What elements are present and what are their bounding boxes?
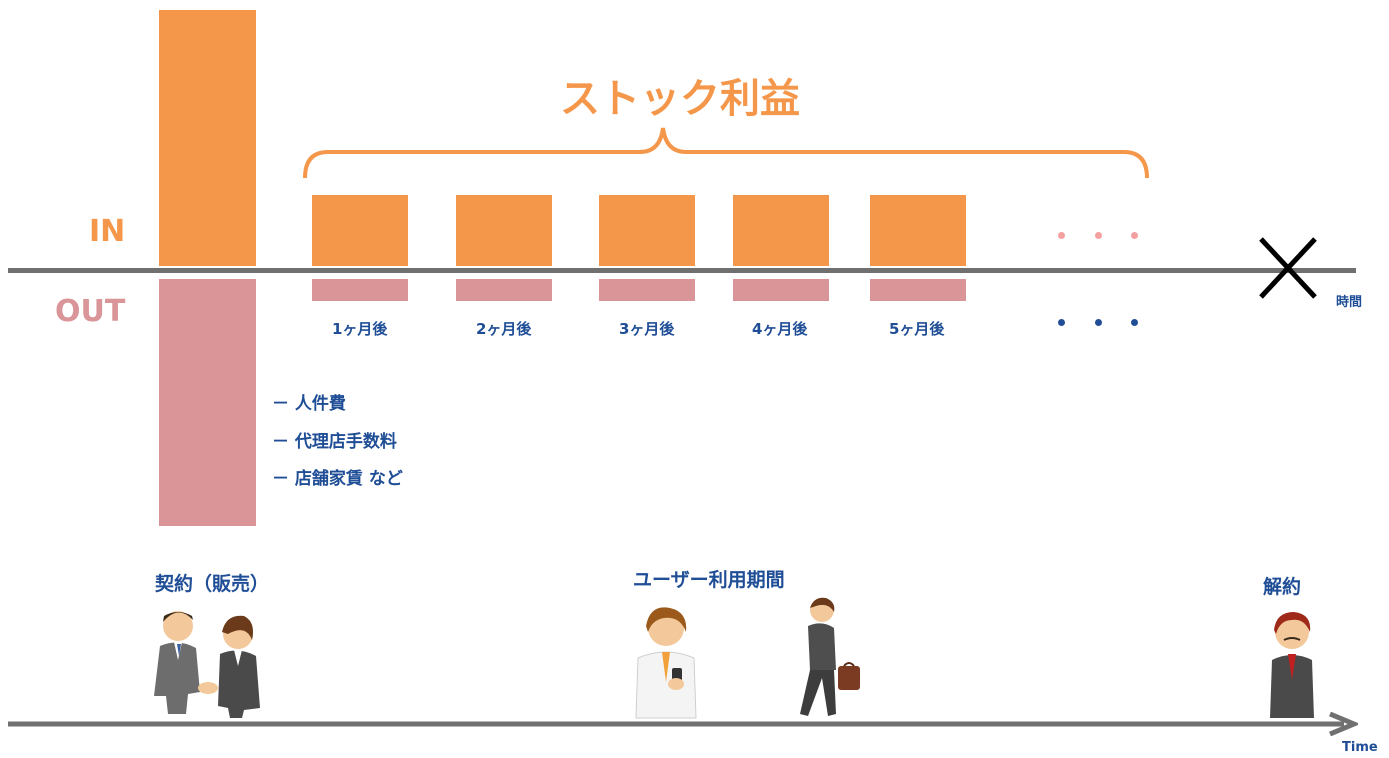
in-continuation-dot (1131, 232, 1138, 239)
month-1-in-bar (312, 195, 408, 266)
month-3-label: 3ヶ月後 (619, 320, 675, 338)
month-2-in-bar (456, 195, 552, 266)
time-en-label: Time (1342, 740, 1378, 755)
main-axis-line (8, 268, 1356, 273)
diagram-title: ストック利益 (560, 76, 800, 122)
month-4-label: 4ヶ月後 (752, 320, 808, 338)
out-continuation-dot (1095, 319, 1102, 326)
month-5-in-bar (870, 195, 966, 266)
cost-item: － 店舗家賃 など (272, 469, 403, 489)
usage-label: ユーザー利用期間 (633, 569, 785, 591)
month-2-label: 2ヶ月後 (476, 320, 532, 338)
time-jp-label: 時間 (1336, 295, 1363, 310)
initial-in-bar (159, 10, 256, 266)
out-continuation-dot (1131, 319, 1138, 326)
time-axis-arrow (8, 712, 1358, 736)
cost-item: － 人件費 (272, 394, 346, 414)
month-1-label: 1ヶ月後 (332, 320, 388, 338)
cancel-x-icon (1259, 237, 1317, 299)
initial-out-bar (159, 279, 256, 526)
in-continuation-dot (1095, 232, 1102, 239)
month-3-in-bar (599, 195, 695, 266)
month-1-out-bar (312, 279, 408, 301)
in-label: IN (89, 214, 126, 249)
cancel-label: 解約 (1263, 576, 1302, 598)
walking-businessman-icon (800, 597, 860, 716)
out-label: OUT (55, 294, 126, 329)
month-2-out-bar (456, 279, 552, 301)
contract-label: 契約（販売） (155, 573, 270, 595)
month-3-out-bar (599, 279, 695, 301)
brace-icon (303, 127, 1149, 179)
phone-user-icon (635, 607, 697, 719)
out-continuation-dot (1058, 319, 1065, 326)
month-4-in-bar (733, 195, 829, 266)
cost-item: － 代理店手数料 (272, 432, 397, 452)
in-continuation-dot (1058, 232, 1065, 239)
month-5-out-bar (870, 279, 966, 301)
month-4-out-bar (733, 279, 829, 301)
handshake-people-icon (154, 611, 260, 718)
month-5-label: 5ヶ月後 (889, 320, 945, 338)
sad-businessman-icon (1270, 612, 1314, 718)
